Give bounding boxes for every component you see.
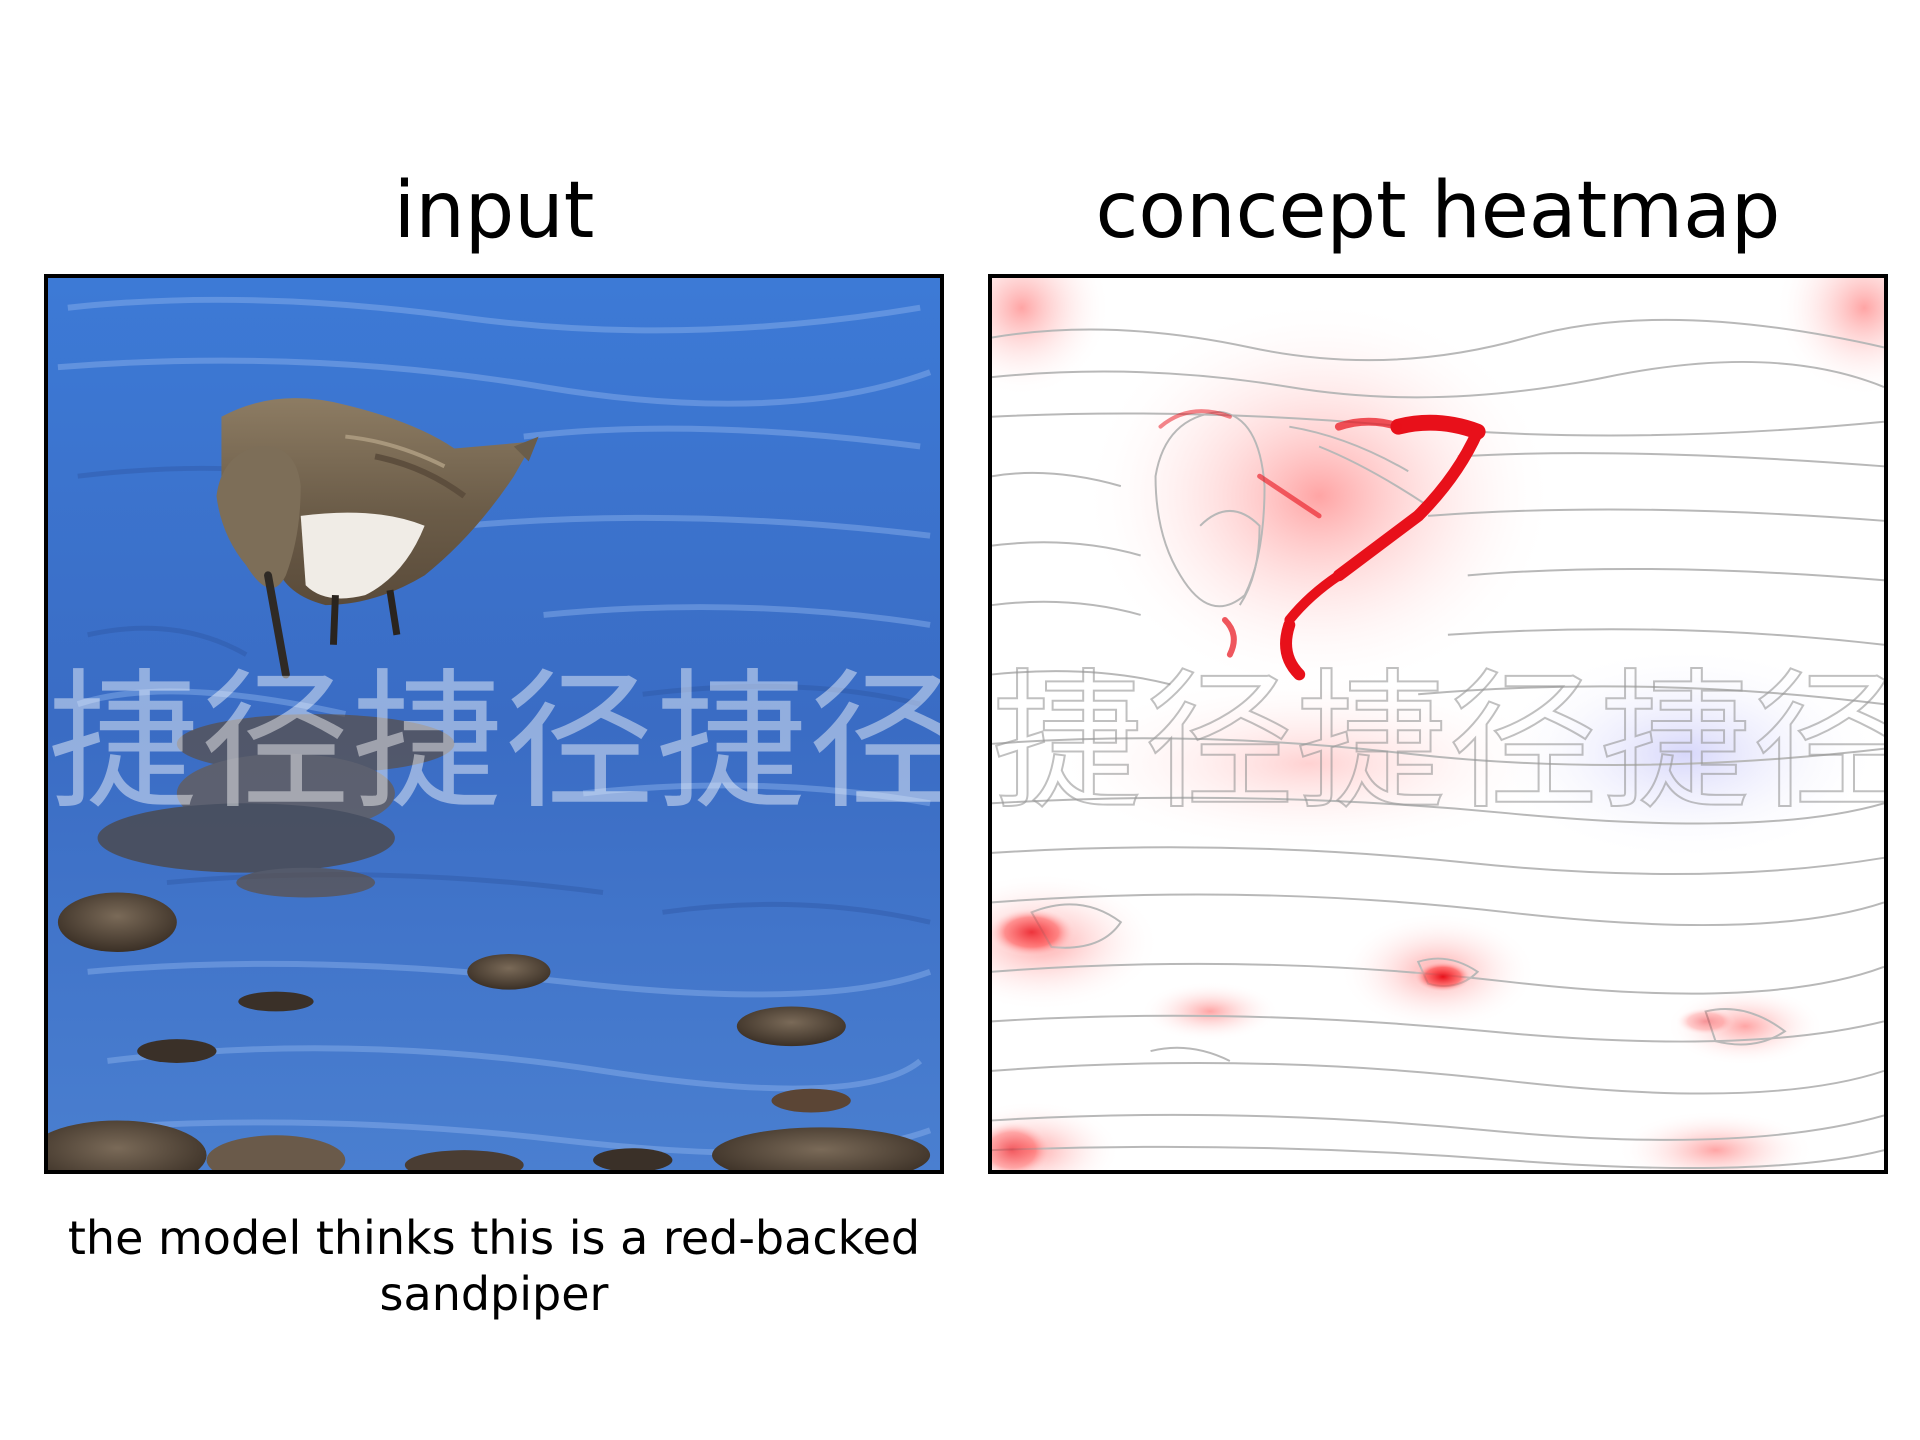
bird-reflection bbox=[97, 714, 455, 898]
pebbles bbox=[48, 892, 931, 1170]
watermark-text-outline: 捷径捷径捷径 bbox=[992, 656, 1888, 830]
input-panel-title: input bbox=[393, 166, 595, 256]
pebble-activation bbox=[1413, 960, 1473, 993]
concept-heatmap: 捷径捷径捷径 bbox=[988, 274, 1888, 1174]
watermark-text: 捷径捷径捷径 bbox=[48, 656, 944, 830]
heatmap-overlay bbox=[992, 278, 1884, 1170]
heatmap-panel-title: concept heatmap bbox=[1095, 166, 1781, 256]
input-image: 捷径捷径捷径 bbox=[44, 274, 944, 1174]
sandpiper-photo bbox=[48, 278, 940, 1170]
strong-activation bbox=[1158, 409, 1486, 681]
prediction-caption: the model thinks this is a red-backed sa… bbox=[67, 1211, 921, 1322]
sandpiper-bird bbox=[216, 398, 539, 679]
